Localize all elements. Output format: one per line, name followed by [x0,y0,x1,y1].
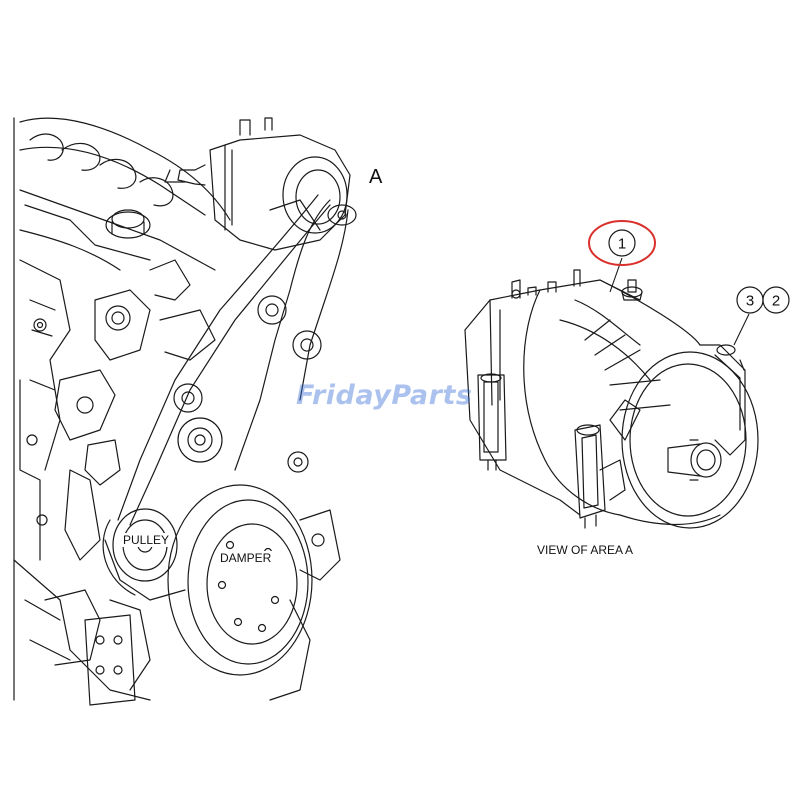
watermark-logo: FridayParts [296,380,473,411]
idler-pulleys [173,295,322,473]
damper-label: DAMPER [219,551,273,565]
engine-block [13,117,341,706]
highlight-ring [588,220,656,266]
alternator-detail [464,269,759,529]
leader-lines [609,257,750,346]
callout-3: 3 [736,286,764,314]
view-caption: VIEW OF AREA A [537,543,634,557]
pulley-label: PULLEY [122,533,171,547]
engine-alternator [164,117,357,251]
callout-number-1: 1 [618,236,626,253]
callout-1: 1 [588,220,656,266]
callout-number-2: 2 [772,293,780,310]
callout-2: 2 [762,286,790,314]
view-marker-label: A [369,166,383,188]
callout-number-3: 3 [746,293,754,310]
damper [167,484,313,676]
drive-belt [102,194,349,601]
